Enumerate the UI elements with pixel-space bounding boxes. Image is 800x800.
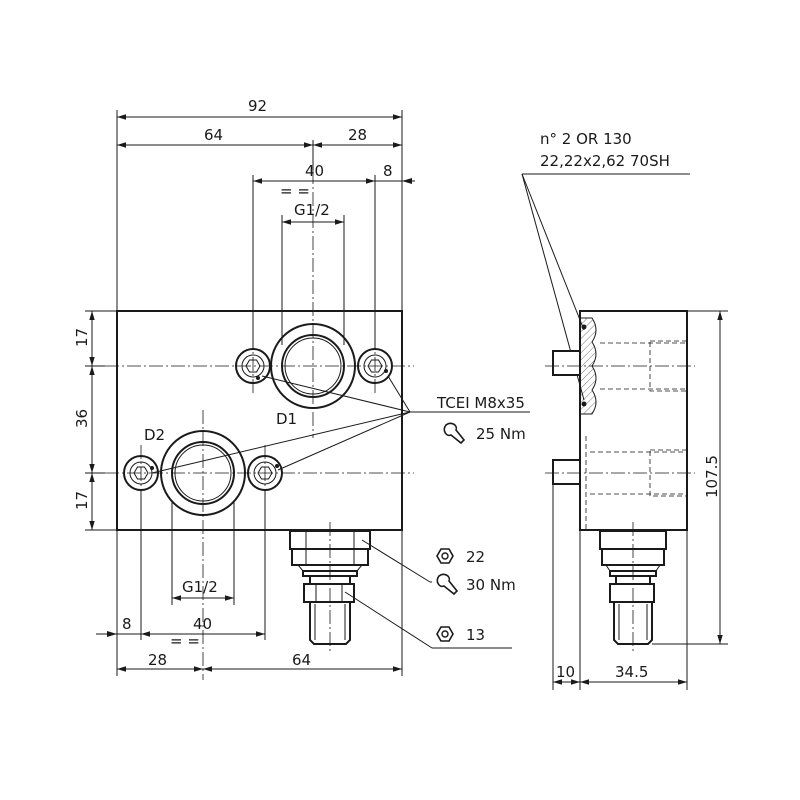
equal-marks-top: = = [280,182,310,200]
dim-height-top: 17 [73,328,91,347]
dim-side-height: 107.5 [703,455,721,498]
port-d2-label: D2 [144,426,165,444]
wrench-icon [443,422,466,445]
dim-d1-port-size: G1/2 [294,201,330,219]
callouts: n° 2 OR 130 22,22x2,62 70SH TCEI M8x35 2… [436,130,690,644]
dim-axis-to-right: 28 [348,126,367,144]
bottom-dimensions: G1/2 8 40 = = 28 64 [96,490,403,676]
cartridge-side [599,522,667,652]
dim-d2-bolt-spacing: 40 [193,615,212,633]
dim-left-to-axis: 64 [204,126,223,144]
cartridge-torque: 30 Nm [466,576,516,594]
left-dimensions: 17 36 17 [73,310,117,531]
top-dimensions: 92 64 28 40 8 = = G1/2 [116,97,415,349]
hex-size-small: 13 [466,626,485,644]
wrench-icon-2 [436,573,459,596]
port-d1-label: D1 [276,410,297,428]
dim-overall-width: 92 [248,97,267,115]
dim-side-left-offset: 10 [556,663,575,681]
seal-spec-line1: n° 2 OR 130 [540,130,632,148]
port-d1 [270,323,356,409]
port-d2 [160,430,246,516]
side-view: 107.5 10 34.5 [545,310,728,690]
cartridge-front [289,522,371,652]
screw-torque: 25 Nm [476,425,526,443]
leader-lines [151,375,530,649]
screw-spec: TCEI M8x35 [436,394,525,412]
front-block-outline [116,310,403,531]
hex-size-large: 22 [466,548,485,566]
dim-d1-bolt-offset: 8 [383,162,393,180]
seal-spec-line2: 22,22x2,62 70SH [540,152,670,170]
dim-bottom-axis-to-right: 64 [292,651,311,669]
dim-height-mid: 36 [73,409,91,428]
dim-d2-bolt-offset: 8 [122,615,132,633]
dim-bottom-left-to-axis: 28 [148,651,167,669]
dim-d1-bolt-spacing: 40 [305,162,324,180]
front-view: D1 D2 92 64 28 40 8 = = G1/2 [73,97,530,680]
hex-nut-icon-2 [436,626,454,642]
equal-marks-bottom: = = [170,632,200,650]
hex-nut-icon [436,548,454,564]
side-block-outline [579,310,688,531]
dim-d2-port-size: G1/2 [182,578,218,596]
dim-height-bottom: 17 [73,491,91,510]
dim-side-depth: 34.5 [615,663,648,681]
